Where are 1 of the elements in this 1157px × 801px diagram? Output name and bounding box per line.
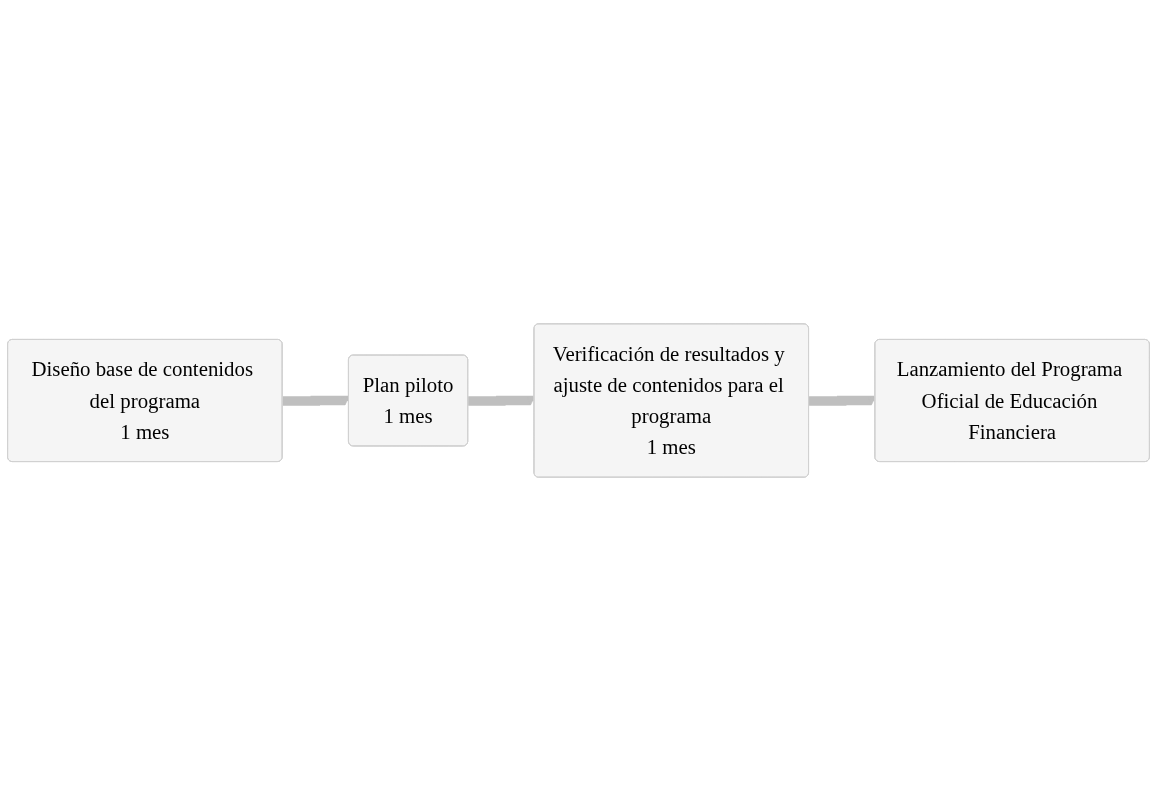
arrow [282,395,350,406]
